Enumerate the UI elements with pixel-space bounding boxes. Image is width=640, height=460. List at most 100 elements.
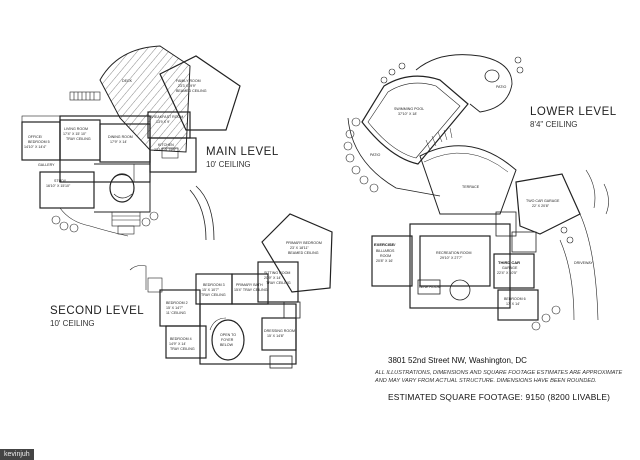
svg-text:BELOW: BELOW [220, 343, 234, 347]
wine-room-label: WINE ROOM [419, 285, 441, 289]
primary-bedroom-label: PRIMARY BEDROOM [286, 241, 322, 245]
svg-text:20'8" X 16': 20'8" X 16' [376, 259, 393, 263]
recreation-room [419, 235, 491, 287]
living-room-label: LIVING ROOM [64, 127, 88, 131]
deck [99, 45, 191, 153]
bedroom-4 [165, 325, 207, 359]
svg-text:15'4" TRAY CEILING: 15'4" TRAY CEILING [234, 288, 268, 292]
svg-text:17'4" X 15' 10": 17'4" X 15' 10" [63, 132, 87, 136]
main-level-room-labels: DECK FAMILY ROOM 23'3 X19'9" BEAMED CEIL… [24, 79, 207, 188]
spa [484, 69, 500, 83]
terrace-label: TERRACE [462, 185, 480, 189]
svg-text:TRAY CEILING: TRAY CEILING [201, 293, 226, 297]
svg-text:BILLIARDS: BILLIARDS [376, 249, 395, 253]
two-car-garage-label: TWO CAR GARAGE [526, 199, 560, 203]
open-foyer [211, 319, 245, 361]
exercise-room [371, 235, 413, 287]
lower-level-title: LOWER LEVEL [530, 106, 617, 118]
svg-text:BEAMED CEILING: BEAMED CEILING [176, 89, 207, 93]
disclaimer-text: ALL ILLUSTRATIONS, DIMENSIONS AND SQUARE… [375, 370, 623, 384]
front-steps [111, 211, 141, 235]
svg-text:ROOM: ROOM [380, 254, 391, 258]
svg-text:11' CEILING: 11' CEILING [166, 311, 186, 315]
bedroom-4-label: BEDROOM 4 [170, 337, 192, 341]
svg-text:15' X 14'8": 15' X 14'8" [267, 334, 285, 338]
svg-text:FOYER: FOYER [221, 338, 234, 342]
sitting-room-label: SITTING ROOM [264, 271, 290, 275]
bedroom-3-label: BEDROOM 3 [203, 283, 225, 287]
patio-outline [347, 117, 441, 197]
lower-level-ceiling: 8'4" CEILING [530, 120, 578, 129]
main-level-title: MAIN LEVEL [206, 146, 279, 158]
two-car-garage [515, 173, 581, 235]
primary-bedroom [261, 213, 333, 293]
svg-text:22'4" X 10'5": 22'4" X 10'5" [497, 271, 518, 275]
svg-text:29'10" X 27'7": 29'10" X 27'7" [440, 256, 463, 260]
breakfast-room-label: BREAKFAST ROOM [150, 115, 183, 119]
bedroom-6-label: BEDROOM 6 [504, 297, 526, 301]
svg-text:23' X 18'11": 23' X 18'11" [290, 246, 309, 250]
svg-text:15' X 10'7": 15' X 10'7" [202, 288, 220, 292]
svg-text:14'9" X 14': 14'9" X 14' [169, 342, 186, 346]
family-room-label: FAMILY ROOM [176, 79, 201, 83]
terrace-stairs [425, 127, 453, 151]
svg-text:15' X 14'7": 15' X 14'7" [166, 306, 184, 310]
office-label: OFFICE/ [28, 135, 42, 139]
study-label: STUDY [54, 179, 67, 183]
svg-text:13'9 X 9': 13'9 X 9' [156, 120, 170, 124]
main-stair-foyer [109, 173, 135, 203]
svg-text:TRAY CEILING: TRAY CEILING [266, 281, 291, 285]
terrace [419, 145, 517, 215]
patio-left-label: PATIO [370, 153, 380, 157]
driveway-label: DRIVEWAY [574, 261, 593, 265]
gallery-label: GALLERY [38, 163, 55, 167]
kitchen-label: KITCHEN [158, 143, 174, 147]
lower-hedges [343, 56, 574, 331]
second-level-title: SECOND LEVEL [50, 305, 145, 317]
svg-text:37'10" X 18': 37'10" X 18' [398, 112, 417, 116]
main-level-plan [21, 45, 241, 241]
deck-stairs [69, 91, 101, 101]
dressing-room-label: DRESSING ROOM [264, 329, 295, 333]
main-level-ceiling: 10' CEILING [206, 160, 251, 169]
study-outline [39, 171, 95, 209]
svg-text:TRAY CEILING: TRAY CEILING [66, 137, 91, 141]
wine-room [417, 279, 441, 295]
dressing-room [261, 317, 297, 351]
svg-text:22' X 20'8": 22' X 20'8" [532, 204, 550, 208]
bedroom-6 [497, 289, 539, 321]
sitting-room [257, 261, 299, 303]
lower-level-plan [343, 54, 609, 331]
second-level-room-labels: PRIMARY BEDROOM 23' X 18'11" BEAMED CEIL… [166, 241, 322, 351]
family-room [159, 55, 241, 131]
patio-right-label: PATIO [496, 85, 506, 89]
deck-label: DECK [122, 79, 133, 83]
photo-credit: kevinjuh [0, 449, 34, 460]
svg-text:14'10" X 14'4": 14'10" X 14'4" [24, 145, 47, 149]
recreation-room-label: RECREATION ROOM [436, 251, 471, 255]
property-address: 3801 52nd Street NW, Washington, DC [388, 356, 527, 365]
lower-level-room-labels: SWIMMING POOL 37'10" X 18' PATIO PATIO T… [370, 85, 593, 306]
kitchen [149, 137, 197, 173]
open-foyer-label: OPEN TO [220, 333, 236, 337]
square-footage: ESTIMATED SQUARE FOOTAGE: 9150 (8200 LIV… [388, 392, 611, 402]
exercise-room-label: EXERCISE/ [374, 242, 396, 247]
svg-text:22'10" X 15'9": 22'10" X 15'9" [154, 148, 177, 152]
third-car-garage-label: THIRD CAR [498, 260, 520, 265]
svg-text:BEAMED CEILING: BEAMED CEILING [288, 251, 319, 255]
svg-text:16'10" X 15'10": 16'10" X 15'10" [46, 184, 71, 188]
svg-text:GARAGE: GARAGE [502, 266, 518, 270]
pool-patio-upper [415, 54, 513, 113]
lower-main-block [409, 223, 511, 309]
swimming-pool-label: SWIMMING POOL [394, 107, 424, 111]
svg-text:23'3 X19'9": 23'3 X19'9" [178, 84, 197, 88]
dining-room-label: DINING ROOM [108, 135, 133, 139]
svg-text:20'9" X 14': 20'9" X 14' [264, 276, 281, 280]
svg-text:TRAY CEILING: TRAY CEILING [170, 347, 195, 351]
second-level-ceiling: 10' CEILING [50, 319, 95, 328]
primary-bath-label: PRIMARY BATH [236, 283, 263, 287]
main-hedges [51, 211, 159, 233]
second-level-plan [129, 213, 333, 369]
svg-text:17'9" X 14': 17'9" X 14' [110, 140, 127, 144]
third-car-garage [493, 253, 535, 289]
